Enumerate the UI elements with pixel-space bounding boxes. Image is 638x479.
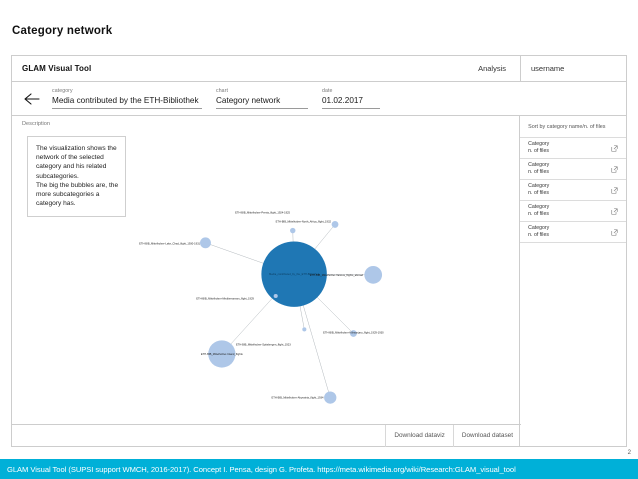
graph-node-center-label: Media_contributed_by_the_ETH-Bibliothek [269, 272, 320, 276]
description-label: Description [22, 121, 50, 127]
category-field-label: category [52, 88, 73, 94]
app-body: Description The visualization shows the … [12, 116, 626, 447]
date-field-value: 01.02.2017 [322, 95, 380, 109]
footer-band: GLAM Visual Tool (SUPSI support WMCH, 20… [0, 459, 638, 479]
graph-node-label: ETH-BIB_Mittelholzer-North_Africa_flight… [276, 220, 332, 224]
graph-edge [210, 244, 264, 264]
graph-node[interactable] [331, 221, 339, 228]
download-dataviz-button[interactable]: Download dataviz [385, 424, 452, 447]
category-row-filecount: n. of files [528, 169, 549, 175]
graph-node[interactable] [324, 391, 337, 404]
external-link-icon[interactable] [611, 144, 618, 152]
page-number: 2 [627, 450, 631, 456]
external-link-icon[interactable] [611, 186, 618, 194]
graph-edge [299, 305, 305, 328]
category-row-title: Category [528, 204, 550, 211]
username-menu[interactable]: username [520, 55, 626, 82]
graph-node-label: ETH-BIB_Mittelholzer-Mediterranean_fligh… [196, 297, 254, 301]
date-field-label: date [322, 88, 333, 94]
category-row-title: Category [528, 162, 550, 169]
graph-node-center[interactable] [261, 241, 327, 307]
category-row-title: Category [528, 183, 550, 190]
graph-node[interactable] [273, 293, 278, 299]
graph-node-label: ETH-BIB_Mittelholzer-Various_flights_abr… [310, 273, 364, 277]
page-title: Category network [12, 25, 113, 37]
graph-node[interactable] [200, 237, 211, 249]
category-row-filecount: n. of files [528, 232, 549, 238]
visualization-pane: Description The visualization shows the … [12, 116, 521, 447]
category-row-title: Category [528, 225, 550, 232]
external-link-icon[interactable] [611, 207, 618, 215]
graph-edge [316, 296, 352, 332]
arrow-left-icon [24, 92, 40, 105]
external-link-icon[interactable] [611, 228, 618, 236]
app-toolbar: category Media contributed by the ETH-Bi… [12, 82, 626, 116]
graph-node-label: ETH-BIB_Mittelholzer-Persia_flight_1924-… [235, 211, 290, 215]
graph-labels: Media_contributed_by_the_ETH-BibliothekE… [139, 211, 384, 400]
app-logo: GLAM Visual Tool [22, 64, 92, 73]
sort-by-control[interactable]: Sort by category name/n. of files [520, 116, 626, 138]
graph-node-label: ETH-BIB_Mittelholzer-Lake_Chad_flight_19… [139, 241, 200, 245]
category-field[interactable]: category Media contributed by the ETH-Bi… [52, 88, 202, 109]
graph-node-label: ETH-BIB_Mittelholzer-Inland_flights [201, 352, 244, 356]
category-row-filecount: n. of files [528, 148, 549, 154]
chart-field[interactable]: chart Category network [216, 88, 308, 109]
app-header: GLAM Visual Tool Analysis username [12, 55, 626, 82]
graph-edge [302, 304, 329, 393]
graph-node-label: ETH-BIB_Mittelholzer-Kilimanjaro_flight_… [323, 331, 384, 335]
category-row-filecount: n. of files [528, 190, 549, 196]
graph-node-label: ETH-BIB_Mittelholzer-Abyssinia_flight_19… [271, 395, 323, 399]
graph-node[interactable] [302, 327, 307, 332]
graph-node[interactable] [364, 266, 383, 284]
analysis-menu[interactable]: Analysis [478, 64, 506, 73]
footer-credit: GLAM Visual Tool (SUPSI support WMCH, 20… [7, 464, 516, 474]
category-network-graph[interactable]: Media_contributed_by_the_ETH-BibliothekE… [12, 116, 521, 416]
download-dataset-button[interactable]: Download dataset [452, 424, 521, 447]
download-bar: Download dataviz Download dataset [12, 424, 521, 447]
graph-node[interactable] [350, 330, 357, 337]
category-row-filecount: n. of files [528, 211, 549, 217]
graph-node[interactable] [290, 227, 296, 234]
app-window: GLAM Visual Tool Analysis username categ… [11, 55, 627, 447]
description-box: The visualization shows the network of t… [27, 136, 126, 218]
graph-nodes [200, 221, 383, 404]
chart-field-value: Category network [216, 95, 308, 109]
category-row-title: Category [528, 141, 550, 148]
graph-node[interactable] [208, 340, 236, 368]
chart-field-label: chart [216, 88, 229, 94]
back-button[interactable] [12, 92, 52, 105]
date-field[interactable]: date 01.02.2017 [322, 88, 380, 109]
graph-edge [314, 226, 334, 250]
graph-edge [230, 297, 273, 345]
external-link-icon[interactable] [611, 165, 618, 173]
graph-node-label: ETH-BIB_Mittelholzer-Spitsbergen_flight_… [236, 342, 291, 346]
category-field-value: Media contributed by the ETH-Bibliothek [52, 95, 202, 109]
category-list-pane: Sort by category name/n. of files Catego… [520, 116, 626, 446]
